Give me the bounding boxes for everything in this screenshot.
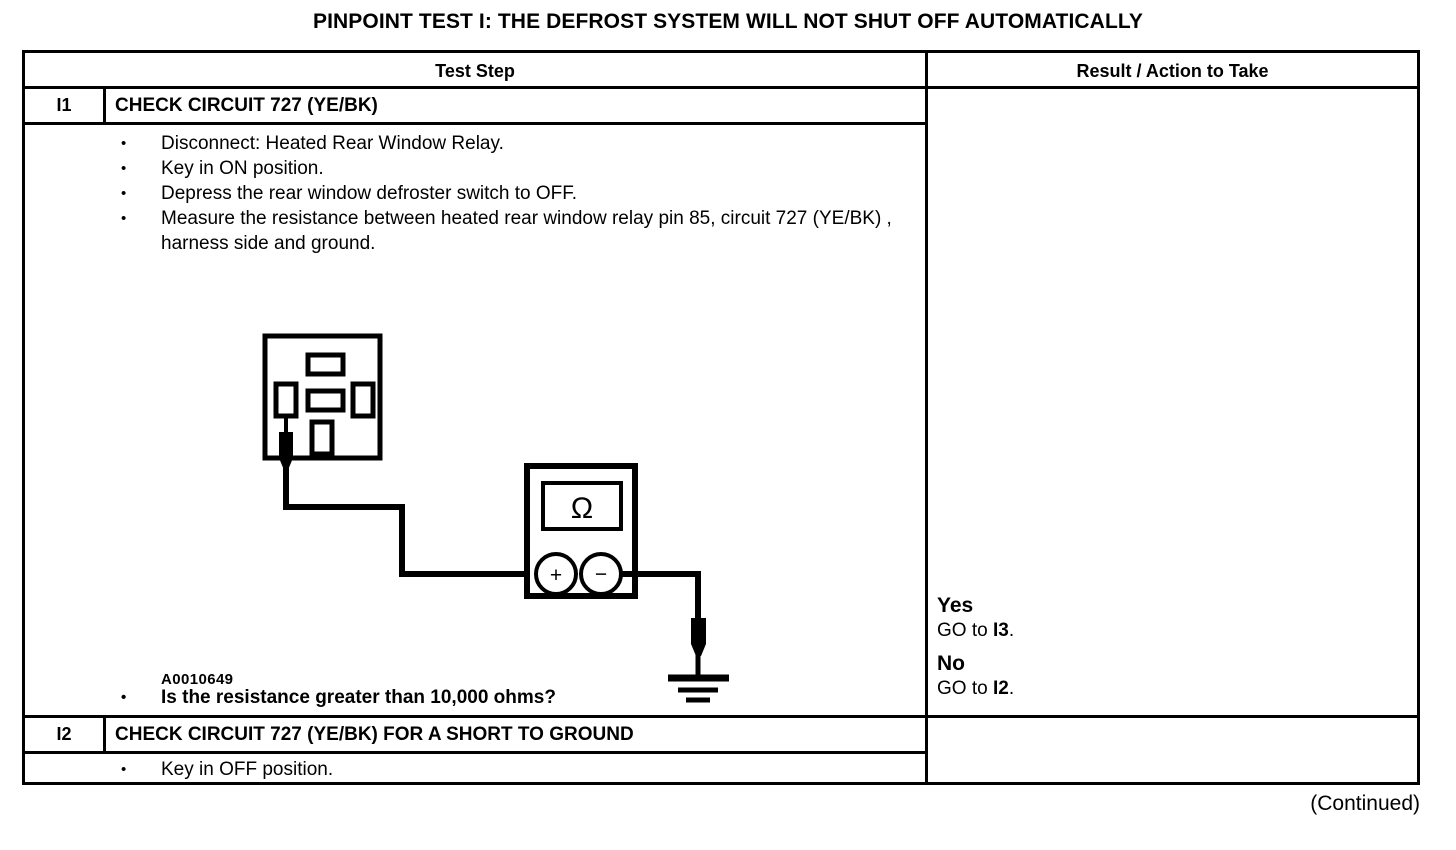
list-item: • Depress the rear window defroster swit… <box>121 181 911 206</box>
step-bullets-i1: • Disconnect: Heated Rear Window Relay. … <box>121 131 911 256</box>
column-divider <box>925 53 928 782</box>
connector-pin-bottom <box>309 419 335 457</box>
header-bottom-rule <box>25 86 1417 89</box>
result-action-target: I2 <box>992 678 1009 699</box>
bullet-marker-icon: • <box>121 761 127 778</box>
step-row-rule-i1 <box>25 715 1417 718</box>
pinpoint-test-table: Test Step Result / Action to Take I1 CHE… <box>22 50 1420 785</box>
step-title-i1: CHECK CIRCUIT 727 (YE/BK) <box>115 95 378 116</box>
terminal-positive-label: + <box>550 564 562 587</box>
step-id-divider-i2 <box>103 718 106 751</box>
bullet-text: Key in OFF position. <box>161 759 334 780</box>
test-lead-negative <box>621 571 701 624</box>
step-id-divider-i1 <box>103 89 106 122</box>
step-title-rule-i2 <box>25 751 925 754</box>
result-action-prefix: GO to <box>937 620 993 641</box>
step-title-i2: CHECK CIRCUIT 727 (YE/BK) FOR A SHORT TO… <box>115 724 634 745</box>
step-title-rule-i1 <box>25 122 925 125</box>
list-item: • Disconnect: Heated Rear Window Relay. <box>121 131 911 156</box>
result-action-target: I3 <box>992 620 1009 641</box>
ground-probe-icon <box>691 618 706 656</box>
figure-id-label: A0010649 <box>161 671 234 688</box>
terminal-negative-label: − <box>595 563 607 586</box>
result-answer-yes: Yes <box>937 594 974 617</box>
result-action-yes: GO to I3. <box>937 619 1407 643</box>
page-title: PINPOINT TEST I: THE DEFROST SYSTEM WILL… <box>313 10 1143 33</box>
step-id-i1: I1 <box>56 95 72 115</box>
bullet-marker-icon: • <box>121 210 127 227</box>
connector-pin-left <box>273 381 299 419</box>
question-text: Is the resistance greater than 10,000 oh… <box>161 687 556 708</box>
result-action-prefix: GO to <box>937 678 993 699</box>
meter-ohm-symbol: Ω <box>571 492 593 525</box>
bullet-marker-icon: • <box>121 689 127 706</box>
bullet-text: Key in ON position. <box>161 158 324 179</box>
list-item: • Measure the resistance between heated … <box>121 206 911 256</box>
step-bullets-i2: • Key in OFF position. <box>121 757 911 782</box>
bullet-marker-icon: • <box>121 185 127 202</box>
header-test-step: Test Step <box>435 61 515 81</box>
connector-pin-center <box>305 388 346 413</box>
terminal-positive-icon <box>534 552 578 596</box>
step-id-i2: I2 <box>56 724 72 744</box>
result-action-no: GO to I2. <box>937 677 1407 701</box>
result-action-suffix: . <box>1008 678 1015 699</box>
test-probe-icon <box>279 432 293 470</box>
continued-label: (Continued) <box>1310 792 1420 815</box>
meter-display <box>541 481 623 531</box>
connector-pin-top <box>305 352 346 377</box>
bullet-marker-icon: • <box>121 160 127 177</box>
bullet-text: Depress the rear window defroster switch… <box>161 183 578 204</box>
list-item: • Key in OFF position. <box>121 757 911 782</box>
result-action-suffix: . <box>1008 620 1015 641</box>
header-result-action: Result / Action to Take <box>1076 61 1269 81</box>
result-answer-no: No <box>937 652 965 675</box>
bullet-text: Disconnect: Heated Rear Window Relay. <box>161 133 504 154</box>
bullet-marker-icon: • <box>121 135 127 152</box>
test-lead-positive <box>283 468 545 577</box>
result-action-list-i1: Yes GO to I3. No GO to I2. <box>937 593 1407 709</box>
bullet-text: Measure the resistance between heated re… <box>161 208 892 254</box>
list-item: • Key in ON position. <box>121 156 911 181</box>
test-diagram: Ω + − <box>155 328 755 708</box>
connector-pin-right <box>350 381 376 419</box>
step-question-i1: • Is the resistance greater than 10,000 … <box>121 685 911 710</box>
